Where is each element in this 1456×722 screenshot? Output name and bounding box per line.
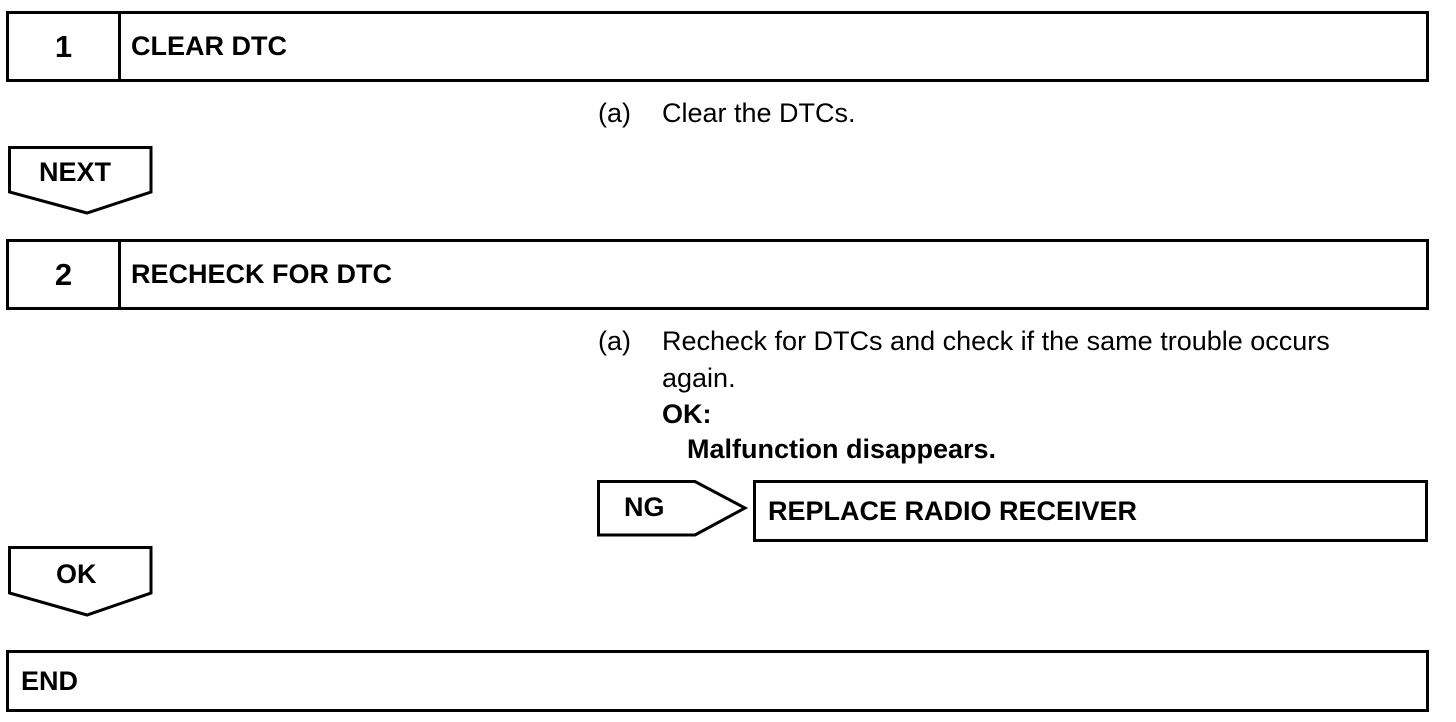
step-1-marker: (a) (598, 98, 631, 128)
ng-action-box: REPLACE RADIO RECEIVER (753, 480, 1428, 542)
step-1-number: 1 (9, 14, 121, 79)
next-label: NEXT (39, 157, 112, 187)
step-1-header: 1 CLEAR DTC (6, 11, 1429, 82)
step-2-text-line2: again. (662, 363, 736, 393)
ng-action-text: REPLACE RADIO RECEIVER (768, 495, 1138, 526)
step-1-text: Clear the DTCs. (662, 98, 856, 128)
end-box: END (6, 650, 1429, 712)
ng-label: NG (624, 492, 665, 522)
step-2-header: 2 RECHECK FOR DTC (6, 239, 1429, 310)
step-2-marker: (a) (598, 326, 631, 356)
ok-result: Malfunction disappears. (687, 434, 997, 464)
ok-heading: OK: (662, 399, 712, 429)
ok-label: OK (56, 559, 97, 589)
next-arrow (8, 146, 153, 215)
ok-arrow (8, 546, 153, 617)
step-2-title: RECHECK FOR DTC (131, 259, 392, 289)
step-2-text-line1: Recheck for DTCs and check if the same t… (662, 326, 1330, 356)
ng-arrow (597, 480, 749, 537)
step-1-title: CLEAR DTC (131, 31, 287, 61)
end-label: END (21, 665, 79, 696)
step-2-number: 2 (9, 242, 121, 307)
